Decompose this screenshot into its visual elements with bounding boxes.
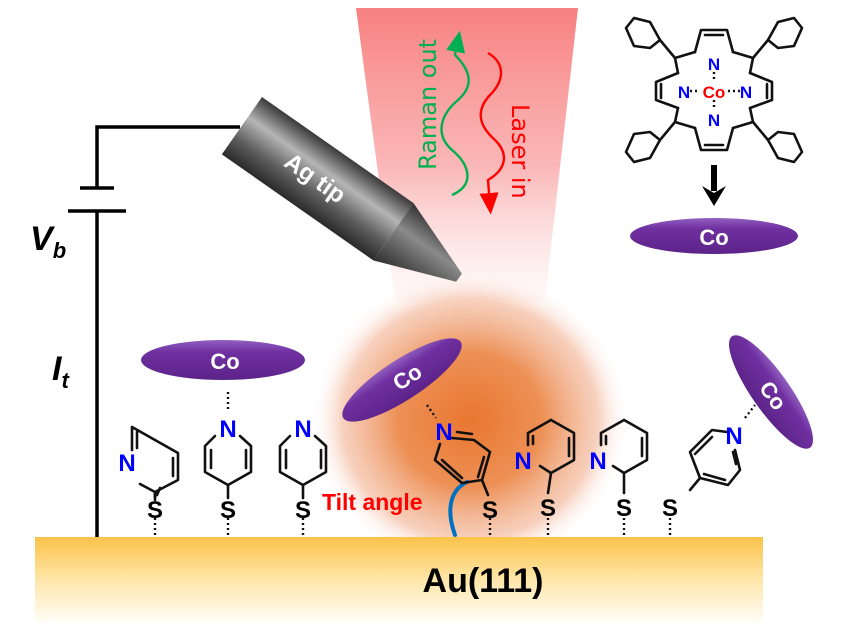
molecule-5 <box>526 418 576 535</box>
molecule-6 <box>599 418 649 535</box>
molecule-2-s: S <box>220 497 236 524</box>
laser-in-wave <box>479 51 506 215</box>
molecule-1 <box>130 425 180 535</box>
molecule-7 <box>668 404 756 535</box>
molecule-3-s: S <box>295 497 311 524</box>
molecule-1-s: S <box>147 497 163 524</box>
co-disk-flat-label: Co <box>210 349 239 374</box>
molecule-4 <box>426 404 492 535</box>
co-porphyrin-structure <box>624 16 804 164</box>
molecule-3-n: N <box>294 416 311 443</box>
raman-out-wave <box>440 30 470 197</box>
laser-in-label: Laser in <box>506 104 534 199</box>
molecule-1-n: N <box>118 450 135 477</box>
molecule-2 <box>203 392 253 535</box>
raman-out-label: Raman out <box>414 39 442 170</box>
circuit <box>68 125 240 537</box>
molecule-5-s: S <box>540 495 556 522</box>
porphyrin-n-right: N <box>740 83 752 102</box>
co-disk-tilted: Co <box>342 338 462 422</box>
porphyrin-n-top: N <box>708 55 720 74</box>
co-disk-steep: Co <box>729 335 813 449</box>
molecule-7-s: S <box>662 495 678 522</box>
plasmonic-hotspot <box>310 270 630 570</box>
molecule-7-n: N <box>725 423 742 450</box>
porphyrin-n-bottom: N <box>708 111 720 130</box>
down-arrow-icon <box>702 165 726 206</box>
tunneling-current-label: It <box>52 350 70 393</box>
tilt-angle-arc <box>448 480 469 537</box>
molecule-4-n: N <box>435 419 452 446</box>
substrate-label: Au(111) <box>423 562 544 600</box>
molecule-4-s: S <box>482 497 498 524</box>
tilt-angle-label: Tilt angle <box>322 489 423 515</box>
co-disk-legend-label: Co <box>699 225 728 250</box>
molecule-6-s: S <box>616 495 632 522</box>
molecule-2-n: N <box>219 416 236 443</box>
molecule-5-n: N <box>514 448 531 475</box>
co-disk-legend: Co <box>630 218 798 254</box>
porphyrin-co-center: Co <box>703 83 726 102</box>
bias-voltage-label: Vb <box>30 220 66 263</box>
co-disk-flat: Co <box>141 340 305 380</box>
porphyrin-n-left: N <box>678 83 690 102</box>
molecule-6-n: N <box>589 448 606 475</box>
molecule-3 <box>278 434 328 535</box>
au-substrate <box>35 537 763 622</box>
ag-tip: Ag tip <box>221 96 462 282</box>
